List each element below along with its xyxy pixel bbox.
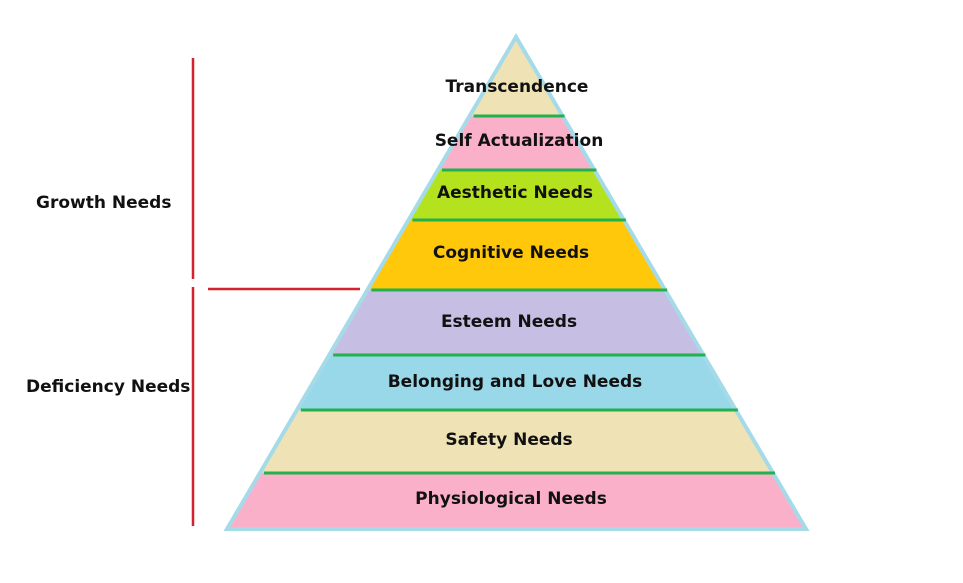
pyramid-layer [367, 220, 666, 290]
pyramid-layer-label: Belonging and Love Needs [388, 372, 643, 392]
pyramid-layer [408, 170, 624, 220]
pyramid-layer [227, 473, 806, 529]
pyramid-layer-label: Cognitive Needs [433, 243, 589, 263]
pyramid-layer-label: Self Actualization [435, 131, 604, 151]
growth-needs-label: Growth Needs [36, 193, 172, 213]
pyramid-layer [329, 290, 704, 355]
pyramid-layer-label: Safety Needs [445, 430, 572, 450]
pyramid-layer-label: Esteem Needs [441, 312, 577, 332]
pyramid-layer [469, 37, 563, 116]
pyramid-layer-label: Physiological Needs [415, 489, 607, 509]
pyramid-outline [223, 33, 810, 531]
pyramid-layer [437, 116, 595, 170]
deficiency-needs-label: Deficiency Needs [26, 377, 191, 397]
pyramid-layer-label: Aesthetic Needs [437, 183, 593, 203]
pyramid-layer [296, 355, 736, 410]
pyramid-layer [259, 410, 773, 473]
pyramid-layer-label: Transcendence [446, 77, 589, 97]
